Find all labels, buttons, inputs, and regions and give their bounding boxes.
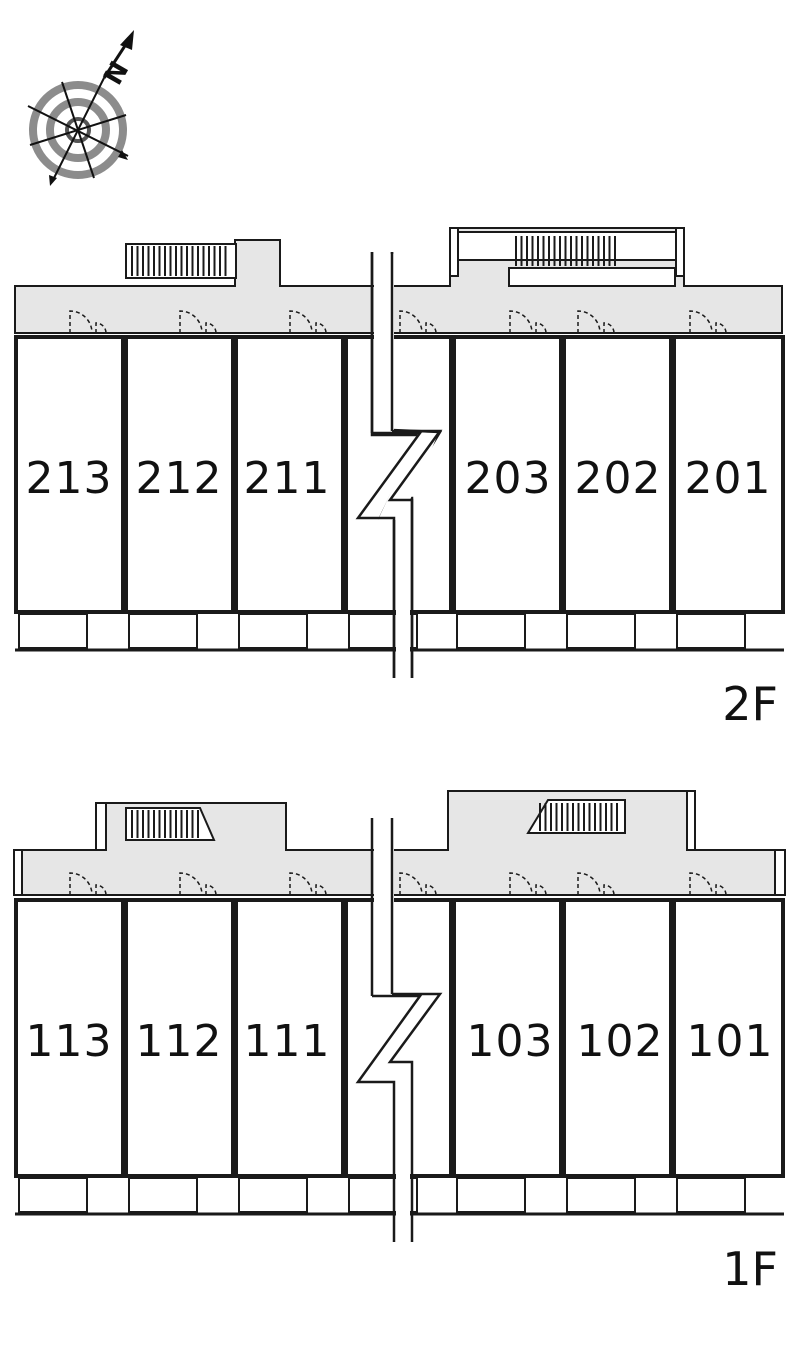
door-swing — [577, 872, 601, 896]
door-swing — [205, 884, 217, 896]
balcony — [676, 1177, 746, 1213]
unit-113: 113 — [26, 1016, 113, 1067]
unit-111: 111 — [244, 1016, 331, 1067]
unit-room — [452, 335, 563, 614]
door-swing — [425, 322, 437, 334]
unit-room — [452, 898, 563, 1178]
balcony — [18, 613, 88, 649]
door-swing — [689, 310, 713, 334]
compass-center — [65, 117, 91, 143]
balcony — [18, 1177, 88, 1213]
door-swing — [95, 322, 107, 334]
unit-212: 212 — [136, 453, 223, 504]
door-swing — [425, 884, 437, 896]
floor-1f: 113 112 111 103 102 101 1F — [13, 790, 786, 1296]
door-swing — [715, 322, 727, 334]
balcony — [676, 613, 746, 649]
unit-213: 213 — [26, 453, 113, 504]
unit-room — [562, 898, 673, 1178]
balcony — [128, 1177, 198, 1213]
unit-102: 102 — [577, 1016, 664, 1067]
door-swing — [577, 310, 601, 334]
compass-north-letter: N — [98, 57, 135, 91]
door-swing — [535, 884, 547, 896]
staircase-right-2f — [455, 231, 681, 261]
unit-202: 202 — [575, 453, 662, 504]
door-swing — [689, 872, 713, 896]
unit-room — [234, 898, 345, 1178]
unit-201: 201 — [685, 453, 772, 504]
floor-label-2f: 2F — [722, 677, 778, 731]
unit-room — [672, 335, 785, 614]
floor-label-1f: 1F — [722, 1242, 778, 1296]
unit-101: 101 — [687, 1016, 774, 1067]
door-swing — [603, 322, 615, 334]
door-swing — [179, 872, 203, 896]
door-swing — [535, 322, 547, 334]
unit-room — [14, 898, 125, 1178]
balcony — [238, 613, 308, 649]
balcony — [566, 613, 636, 649]
balcony — [348, 613, 418, 649]
door-swing — [399, 872, 423, 896]
break-line-1f — [355, 818, 443, 1242]
unit-112: 112 — [136, 1016, 223, 1067]
unit-room — [14, 335, 125, 614]
door-swing — [603, 884, 615, 896]
unit-211: 211 — [244, 453, 331, 504]
balcony — [128, 613, 198, 649]
door-swing — [289, 310, 313, 334]
balcony — [456, 1177, 526, 1213]
unit-room — [124, 335, 235, 614]
door-swing — [315, 884, 327, 896]
balcony — [566, 1177, 636, 1213]
door-swing — [509, 310, 533, 334]
unit-room — [124, 898, 235, 1178]
door-swing — [205, 322, 217, 334]
door-swing — [715, 884, 727, 896]
door-swing — [509, 872, 533, 896]
door-swing — [289, 872, 313, 896]
compass-outer-ring — [29, 81, 127, 179]
compass-icon: N — [27, 30, 135, 186]
door-swing — [69, 310, 93, 334]
unit-room — [562, 335, 673, 614]
unit-103: 103 — [467, 1016, 554, 1067]
door-swing — [179, 310, 203, 334]
unit-203: 203 — [465, 453, 552, 504]
compass-inner-ring — [46, 98, 110, 162]
balcony — [348, 1177, 418, 1213]
floor-2f: 213 212 211 203 202 201 2F — [14, 227, 786, 731]
balcony — [456, 613, 526, 649]
break-line-2f — [355, 252, 443, 678]
balcony — [238, 1177, 308, 1213]
unit-room — [234, 335, 345, 614]
unit-room — [672, 898, 785, 1178]
door-swing — [399, 310, 423, 334]
door-swing — [315, 322, 327, 334]
door-swing — [69, 872, 93, 896]
door-swing — [95, 884, 107, 896]
